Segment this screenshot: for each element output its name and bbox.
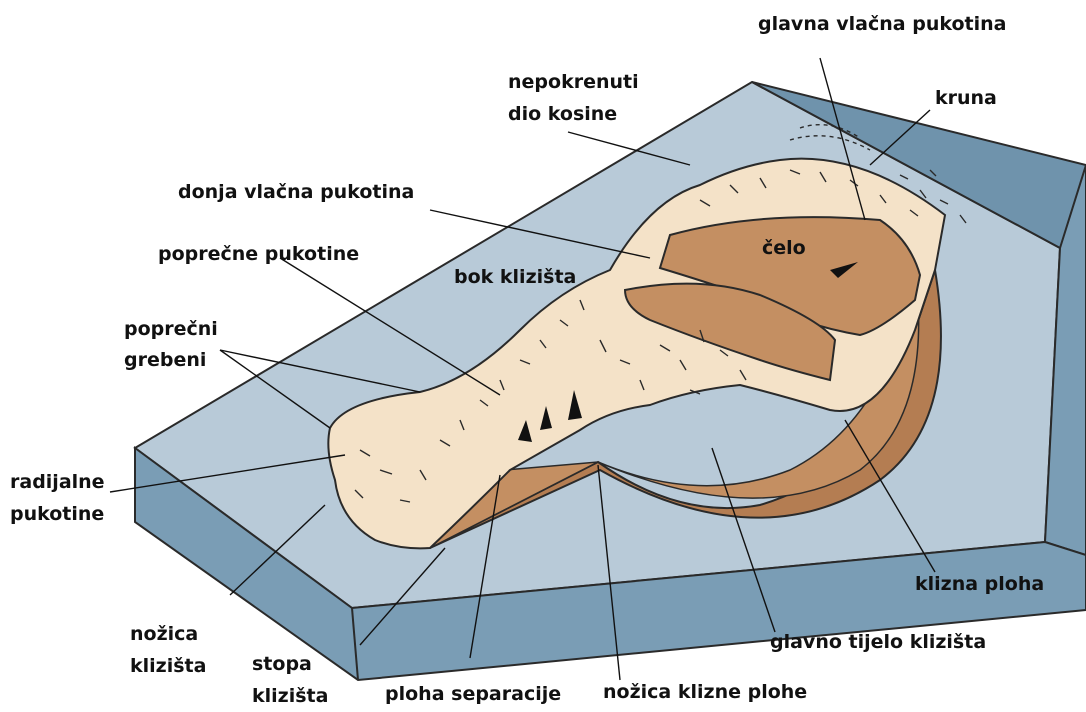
- label-glavno-tijelo: glavno tijelo klizišta: [770, 630, 986, 654]
- label-bok-klizista: bok klizišta: [454, 265, 576, 289]
- label-stopa-2: klizišta: [252, 684, 328, 708]
- label-glavna-vlacna-pukotina: glavna vlačna pukotina: [758, 12, 1006, 36]
- label-nepokrenuti-2: dio kosine: [508, 102, 617, 126]
- label-stopa-1: stopa: [252, 652, 312, 676]
- label-nepokrenuti-1: nepokrenuti: [508, 70, 639, 94]
- label-klizna-ploha: klizna ploha: [915, 572, 1044, 596]
- label-poprecni-2: grebeni: [124, 348, 206, 372]
- label-nozica-klizne-plohe: nožica klizne plohe: [603, 680, 807, 704]
- label-nozica-klizista-2: klizišta: [130, 654, 206, 678]
- label-nozica-klizista-1: nožica: [130, 622, 198, 646]
- label-poprecne-pukotine: poprečne pukotine: [158, 242, 359, 266]
- label-celo: čelo: [762, 236, 806, 260]
- label-radijalne-2: pukotine: [10, 502, 104, 526]
- label-donja-vlacna-pukotina: donja vlačna pukotina: [178, 180, 414, 204]
- label-radijalne-1: radijalne: [10, 470, 105, 494]
- label-kruna: kruna: [935, 86, 997, 110]
- label-poprecni-1: poprečni: [124, 317, 218, 341]
- label-ploha-separacije: ploha separacije: [385, 682, 561, 706]
